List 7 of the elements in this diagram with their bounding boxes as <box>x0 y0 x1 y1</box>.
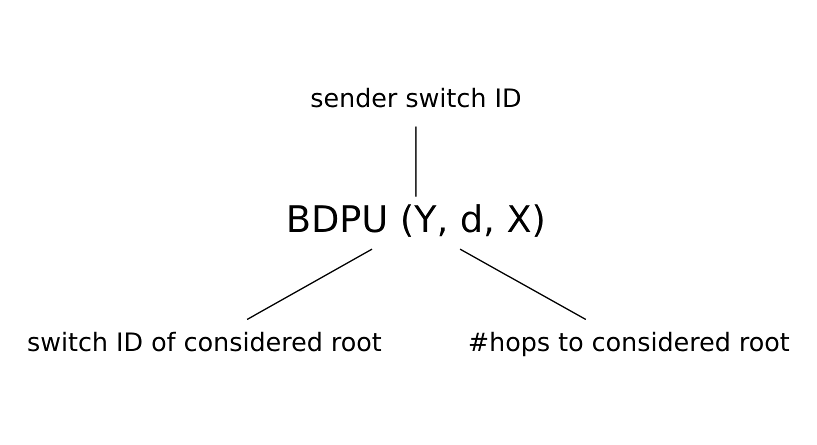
connector <box>460 248 586 320</box>
node-text: sender switch ID <box>310 82 522 113</box>
connector <box>246 248 372 320</box>
connector <box>415 126 417 196</box>
node-text: switch ID of considered root <box>26 326 382 357</box>
node-text: BDPU (Y, d, X) <box>286 197 546 240</box>
node-text: #hops to considered root <box>468 326 790 357</box>
